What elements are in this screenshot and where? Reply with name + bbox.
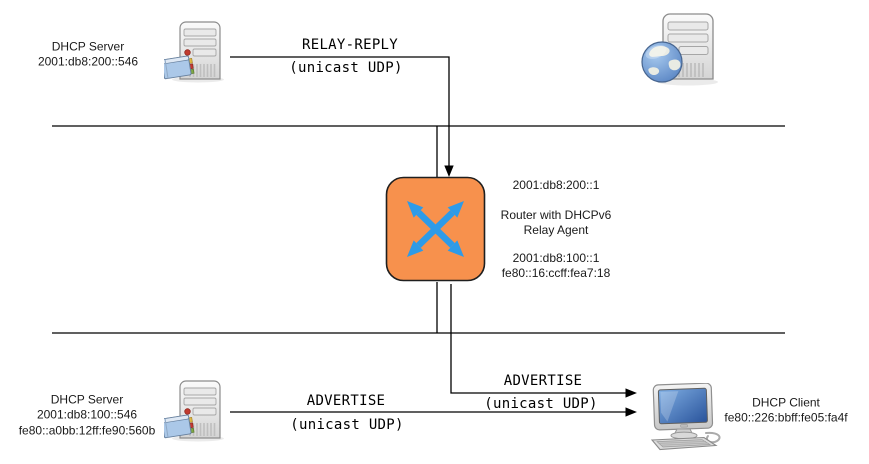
node-name: DHCP Client: [752, 395, 820, 410]
dhcp-server-top-node: [161, 20, 228, 88]
advertise-relayed-transport-label: (unicast UDP): [484, 396, 598, 412]
power-led-icon: [184, 49, 191, 56]
arrowhead-right-icon: [625, 407, 637, 417]
keyboard-icon: [650, 436, 718, 451]
globe-icon: [641, 41, 683, 83]
server-tower-with-globe-icon: [641, 13, 718, 86]
advertise-direct-message-label: ADVERTISE: [306, 393, 386, 409]
book-icon: [161, 414, 195, 439]
router-address-bottom-global: 2001:db8:100::1: [512, 250, 600, 265]
arrowhead-down-icon: [444, 165, 454, 177]
router-role-line2: Relay Agent: [523, 222, 589, 237]
router-role-line1: Router with DHCPv6: [500, 207, 612, 222]
dhcp-client-node: [648, 382, 728, 456]
dhcp-server-bottom-node: [161, 379, 228, 447]
desktop-computer-icon: [650, 382, 721, 451]
relay-reply-transport-label: (unicast UDP): [289, 60, 403, 76]
server-tower-with-book-icon: [161, 380, 224, 442]
node-name: DHCP Server: [51, 39, 125, 54]
dhcp-server-top-label: DHCP Server 2001:db8:200::546: [38, 38, 138, 70]
router-arrows-icon: [407, 201, 464, 257]
advertise-direct-arrow: [230, 407, 637, 417]
router-address-top: 2001:db8:200::1: [512, 178, 600, 192]
book-icon: [161, 55, 195, 80]
node-address-global: 2001:db8:100::546: [36, 407, 138, 422]
advertise-direct-transport-label: (unicast UDP): [290, 417, 404, 433]
arrowhead-right-icon: [625, 388, 637, 398]
advertise-relayed-arrow: [450, 284, 637, 398]
dhcp-server-bottom-label: DHCP Server 2001:db8:100::546 fe80::a0bb…: [19, 392, 156, 439]
server-tower-with-book-icon: [161, 21, 224, 83]
router-address-bottom-linklocal: fe80::16:ccff:fea7:18: [501, 265, 611, 280]
monitor-icon: [652, 382, 714, 431]
dhcp-client-label: DHCP Client fe80::226:bbff:fe05:fa4f: [724, 394, 847, 426]
crossed-arrows-router-icon: [385, 176, 486, 282]
node-address-linklocal: fe80::a0bb:12ff:fe90:560b: [18, 423, 156, 437]
relay-reply-message-label: RELAY-REPLY: [301, 37, 399, 53]
node-address: 2001:db8:200::546: [37, 54, 139, 69]
node-name: DHCP Server: [50, 392, 124, 407]
router-node: [385, 176, 486, 287]
advertise-relayed-message-label: ADVERTISE: [503, 373, 583, 389]
web-server-node: [641, 12, 723, 103]
node-address: fe80::226:bbff:fe05:fa4f: [724, 410, 848, 425]
relay-reply-arrow: [230, 56, 454, 177]
router-label: 2001:db8:200::1 Router with DHCPv6 Relay…: [501, 178, 612, 281]
power-led-icon: [184, 408, 191, 415]
